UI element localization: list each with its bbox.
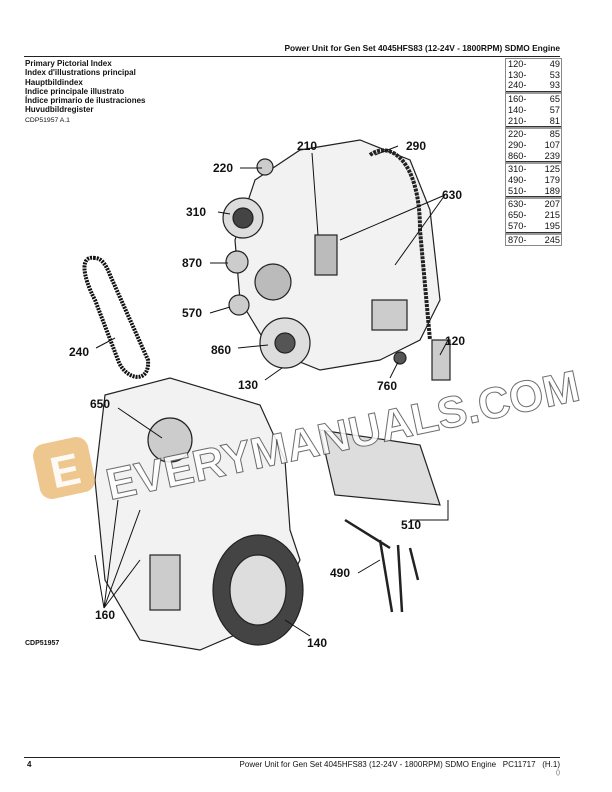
callout-160: 160 xyxy=(95,608,115,622)
reference-page: 215 xyxy=(544,210,560,221)
callout-860: 860 xyxy=(211,343,231,357)
reference-page: 107 xyxy=(544,139,560,150)
callout-490: 490 xyxy=(330,566,350,580)
reference-row: 160- 65 xyxy=(506,94,561,105)
figure-label: CDP51957 xyxy=(25,640,60,647)
reference-page: 93 xyxy=(549,80,560,91)
page-header-title: Power Unit for Gen Set 4045HFS83 (12-24V… xyxy=(284,43,560,53)
reference-group: 310- 125 490- 179 510- 189 xyxy=(506,164,561,200)
reference-number: 570- xyxy=(508,220,527,231)
reference-number: 130- xyxy=(508,69,527,80)
index-title: Index d'illustrations principal xyxy=(25,68,136,78)
reference-row: 650- 215 xyxy=(506,210,561,221)
reference-row: 130- 53 xyxy=(506,70,561,81)
callout-510: 510 xyxy=(401,518,421,532)
reference-number: 160- xyxy=(508,94,527,105)
reference-row: 240- 93 xyxy=(506,80,561,93)
callout-210: 210 xyxy=(297,139,317,153)
index-title: Primary Pictorial Index xyxy=(25,59,112,68)
upper-engine xyxy=(222,139,451,381)
reference-number: 210- xyxy=(508,115,527,126)
callout-labels: 220 210 290 630 310 870 570 860 240 120 … xyxy=(69,139,465,650)
figure-reference: CDP51957 A.1 xyxy=(25,117,70,124)
callout-760: 760 xyxy=(377,379,397,393)
reference-row: 630- 207 xyxy=(506,199,561,210)
index-title: Indice principale illustrato xyxy=(25,86,125,96)
callout-570: 570 xyxy=(182,306,202,320)
reference-row: 490- 179 xyxy=(506,175,561,186)
reference-page: 179 xyxy=(544,175,560,186)
reference-group: 120- 49 130- 53 240- 93 xyxy=(506,59,561,95)
callout-220: 220 xyxy=(213,161,233,175)
reference-number: 490- xyxy=(508,175,527,186)
reference-number: 240- xyxy=(508,80,527,91)
reference-page: 65 xyxy=(549,94,560,105)
reference-number: 860- xyxy=(508,150,527,161)
reference-row: 210- 81 xyxy=(506,116,561,128)
reference-group: 160- 65 140- 57 210- 81 xyxy=(506,94,561,130)
reference-number: 140- xyxy=(508,104,527,115)
reference-number: 870- xyxy=(508,234,527,245)
reference-row: 570- 195 xyxy=(506,221,561,233)
reference-number: 630- xyxy=(508,199,527,210)
reference-number: 650- xyxy=(508,210,527,221)
reference-row: 140- 57 xyxy=(506,105,561,116)
reference-row: 290- 107 xyxy=(506,140,561,151)
reference-row: 220- 85 xyxy=(506,129,561,140)
reference-row: 510- 189 xyxy=(506,186,561,198)
lower-engine xyxy=(94,377,304,651)
reference-page: 125 xyxy=(544,164,560,175)
reference-number: 310- xyxy=(508,164,527,175)
belt-240 xyxy=(82,255,151,379)
reference-page: 239 xyxy=(544,150,560,161)
header-rule xyxy=(24,56,560,57)
index-titles: Primary Pictorial Index Index d'illustra… xyxy=(25,59,145,115)
reference-group: 220- 85 290- 107 860- 239 xyxy=(506,129,561,165)
reference-page: 207 xyxy=(544,199,560,210)
reference-group: 870- 245 xyxy=(506,235,561,246)
reference-row: 120- 49 xyxy=(506,59,561,70)
reference-row: 860- 239 xyxy=(506,151,561,163)
index-title: Índice primario de ilustraciones xyxy=(25,96,146,106)
callout-630: 630 xyxy=(442,188,462,202)
callout-240: 240 xyxy=(69,345,89,359)
callout-650: 650 xyxy=(90,397,110,411)
reference-row: 870- 245 xyxy=(506,235,561,246)
leader-lines xyxy=(94,145,449,637)
callout-870: 870 xyxy=(182,256,202,270)
reference-page: 85 xyxy=(549,129,560,140)
reference-number: 510- xyxy=(508,185,527,196)
callout-310: 310 xyxy=(186,205,206,219)
callout-290: 290 xyxy=(406,139,426,153)
reference-group: 630- 207 650- 215 570- 195 xyxy=(506,199,561,235)
reference-number: 120- xyxy=(508,59,527,69)
footer-rule xyxy=(24,757,560,758)
reference-number: 290- xyxy=(508,139,527,150)
callout-130: 130 xyxy=(238,378,258,392)
cylinder-head-510 xyxy=(319,429,441,613)
footer-subtext: () xyxy=(556,770,560,776)
footer-text: Power Unit for Gen Set 4045HFS83 (12-24V… xyxy=(239,760,560,769)
reference-page: 81 xyxy=(549,115,560,126)
reference-page: 195 xyxy=(544,220,560,231)
reference-page: 57 xyxy=(549,104,560,115)
index-title: Huvudbildregister xyxy=(25,105,94,115)
reference-number: 220- xyxy=(508,129,527,140)
reference-page: 245 xyxy=(544,234,560,245)
reference-page: 49 xyxy=(549,59,560,69)
callout-140: 140 xyxy=(307,636,327,650)
reference-row: 310- 125 xyxy=(506,164,561,175)
reference-page: 189 xyxy=(544,185,560,196)
reference-table: 120- 49 130- 53 240- 93 160- 65 140- 57 210- 81 220-… xyxy=(505,58,562,247)
page-number: 4 xyxy=(27,760,32,769)
reference-page: 53 xyxy=(549,69,560,80)
index-title: Hauptbildindex xyxy=(25,77,83,87)
callout-120: 120 xyxy=(445,334,465,348)
